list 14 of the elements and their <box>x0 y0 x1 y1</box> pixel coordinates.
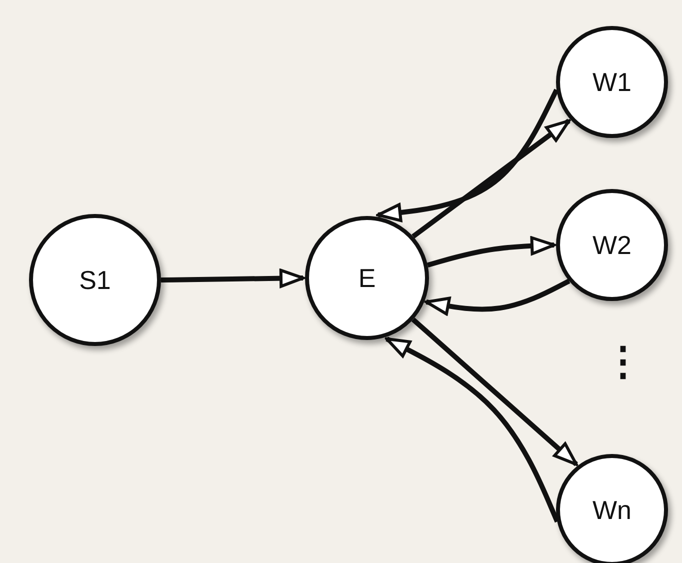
node-label: E <box>358 262 376 294</box>
node-label: Wn <box>592 494 632 526</box>
arrow <box>376 88 559 222</box>
arrow <box>424 278 570 316</box>
node-label: W2 <box>592 230 632 260</box>
node-label: W1 <box>592 66 632 98</box>
arrow <box>160 268 304 288</box>
state-circle <box>305 216 429 340</box>
node-label: S1 <box>79 264 111 296</box>
ellipsis: ⋮ <box>603 342 643 382</box>
arrow <box>412 118 570 239</box>
arrow <box>426 236 556 268</box>
state-circle <box>556 454 668 563</box>
arrow <box>411 318 578 466</box>
